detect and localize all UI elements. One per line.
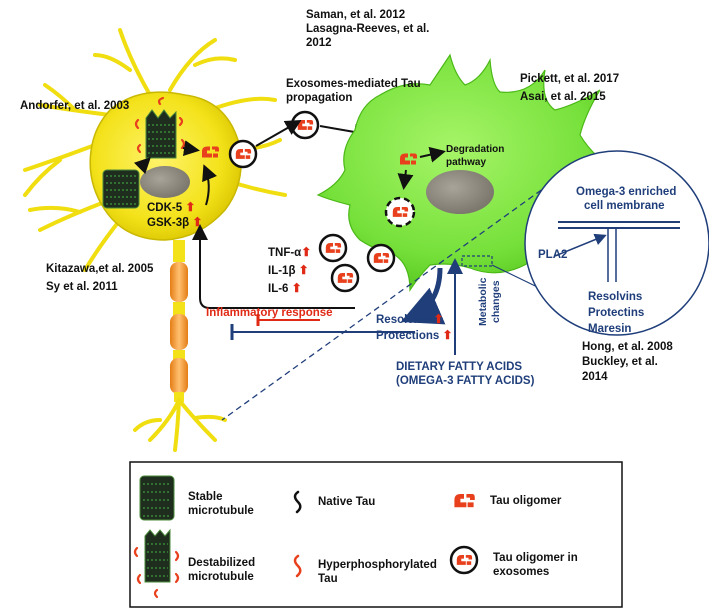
legend-hyper-2: Tau: [318, 573, 338, 585]
microtubule-destabilized: [134, 96, 186, 159]
inhibition-line: [230, 314, 415, 340]
legend-tau-oligomer: Tau oligomer: [490, 495, 562, 507]
ref-kitazawa: Kitazawa,et al. 2005: [46, 263, 154, 275]
label-cdk5: CDK-5 ⬆: [147, 200, 196, 214]
label-exosomes-2: propagation: [286, 92, 353, 104]
label-protections: Protections ⬆: [376, 328, 453, 342]
label-tnfa: TNF-α⬆: [268, 245, 312, 259]
legend-exo-2: exosomes: [493, 566, 550, 578]
exosome-6: [332, 265, 358, 291]
label-il6: IL-6 ⬆: [268, 281, 302, 295]
ref-buckley-2: 2014: [582, 371, 608, 383]
circle-maresin: Maresin: [588, 323, 632, 335]
ref-saman: Saman, et al. 2012: [306, 9, 406, 21]
ref-lasagna-2: 2012: [306, 37, 332, 49]
exosome-1: [230, 141, 256, 167]
label-metabolic-2: changes: [490, 280, 502, 323]
label-metabolic-1: Metabolic: [477, 277, 489, 326]
label-dietary-2: (OMEGA-3 FATTY ACIDS): [396, 375, 535, 387]
circle-resolvins: Resolvins: [588, 291, 643, 303]
neuron-cell: [23, 28, 287, 452]
axon: [170, 240, 188, 402]
native-tau-icon: [293, 490, 302, 514]
legend-stable-icon: [139, 475, 175, 521]
label-pla2: PLA2: [538, 249, 568, 261]
exosome-5: [368, 245, 394, 271]
label-omega-1: Omega-3 enriched: [576, 186, 677, 198]
label-degradation-2: pathway: [446, 157, 487, 168]
ref-andorfer: Andorfer, et al. 2003: [20, 100, 130, 112]
label-degradation-1: Degradation: [446, 144, 505, 155]
label-omega-2: cell membrane: [584, 200, 665, 212]
ref-hong: Hong, et al. 2008: [582, 341, 673, 353]
exosome-2: [292, 112, 318, 138]
legend-destabilized-icon: [133, 528, 180, 599]
ref-buckley-1: Buckley, et al.: [582, 356, 658, 368]
legend-native-tau: Native Tau: [318, 496, 376, 508]
microtubule-stable: [102, 169, 140, 209]
hyperphosphorylated-tau-icon: [293, 554, 302, 578]
label-dietary-1: DIETARY FATTY ACIDS: [396, 361, 523, 373]
ref-pickett: Pickett, et al. 2017: [520, 73, 620, 85]
legend-hyper-1: Hyperphosphorylated: [318, 559, 437, 571]
circle-protectins: Protectins: [588, 307, 645, 319]
legend-destab-1: Destabilized: [188, 557, 256, 569]
label-gsk3b: GSK-3β ⬆: [147, 215, 203, 229]
label-il1b: IL-1β ⬆: [268, 263, 309, 277]
label-resolvins: Resolvins ⬆: [376, 312, 444, 326]
membrane-zoom-circle: [524, 150, 709, 336]
axon-terminals: [133, 398, 227, 452]
exosome-4: [320, 235, 346, 261]
exosome-icon: [451, 547, 477, 573]
legend-stable-2: microtubule: [188, 505, 254, 517]
label-exosomes-1: Exosomes-mediated Tau: [286, 78, 421, 90]
legend-destab-2: microtubule: [188, 571, 254, 583]
ref-sy: Sy et al. 2011: [46, 281, 118, 293]
ref-lasagna-1: Lasagna-Reeves, et al.: [306, 23, 430, 35]
legend-box: [129, 461, 623, 608]
ref-asai: Asai, et al. 2015: [520, 91, 606, 103]
microglia-nucleus: [426, 170, 494, 214]
phagosome: [384, 196, 416, 228]
label-inflammatory: Inflammatory response: [206, 307, 333, 319]
neuron-nucleus: [140, 166, 190, 198]
legend-stable-1: Stable: [188, 491, 223, 503]
legend-exo-1: Tau oligomer in: [493, 552, 578, 564]
